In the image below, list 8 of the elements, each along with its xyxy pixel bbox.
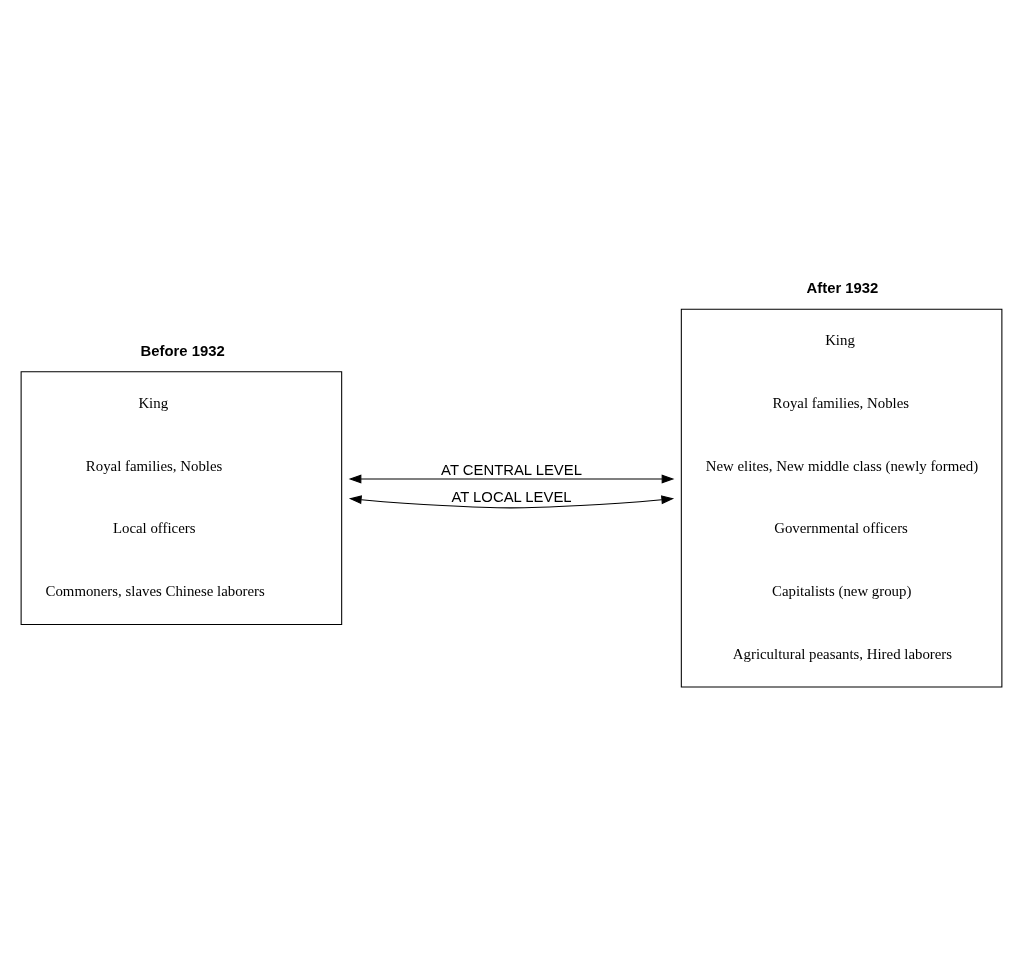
node-box: King Royal families, Nobles Local officers Commoners, slaves Chinese laborers xyxy=(20,370,343,625)
node-label: Before 1932 xyxy=(140,342,225,359)
node-box: King Royal families, Nobles New elites, New middle class (newly formed) Governmental officers Capitalists (new group) Agricultural peasants, Hired laborers xyxy=(680,308,1003,688)
edge-label: AT LOCAL LEVEL xyxy=(451,488,572,504)
arrow xyxy=(348,474,675,483)
node-label: After 1932 xyxy=(806,279,879,296)
arrow xyxy=(348,494,675,508)
edge-label: AT CENTRAL LEVEL xyxy=(441,461,582,478)
